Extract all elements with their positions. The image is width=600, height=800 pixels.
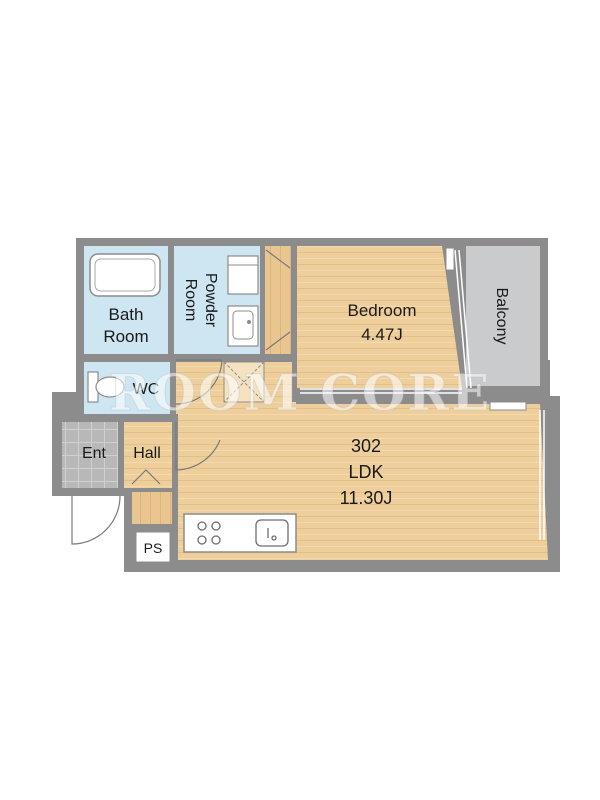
kitchen-counter-icon [183, 513, 297, 553]
stove-icon [197, 521, 221, 545]
wc-label: WC [133, 381, 160, 398]
window-sashes [300, 249, 545, 540]
closet-floor [265, 246, 291, 354]
shoe-cabinet [132, 492, 172, 524]
bedroom-label: Bedroom [348, 301, 417, 320]
unit-number: 302 [351, 436, 381, 456]
internal-walls [84, 246, 466, 490]
entrance-floor [62, 422, 118, 488]
ldk-label: LDK [348, 462, 383, 482]
toilet-icon [87, 371, 125, 403]
sink-icon [255, 519, 289, 547]
bedroom-floor [297, 246, 462, 388]
ps-label: PS [144, 540, 163, 556]
ldk-size: 11.30J [340, 488, 393, 508]
powder-room-label-line1: Powder [202, 273, 219, 328]
hall-floor [124, 422, 172, 488]
powder-room-label-line2: Room [182, 279, 199, 322]
bath-room-label-line1: Bath [109, 305, 144, 324]
ps-box [135, 531, 171, 563]
balcony-floor [466, 246, 540, 386]
washbasin-icon [227, 305, 259, 347]
watermark: ROOM CORE [109, 363, 491, 422]
doors [71, 249, 291, 545]
entrance-label: Ent [82, 445, 107, 462]
washing-machine-icon [227, 255, 259, 295]
bath-room-label-line2: Room [103, 327, 148, 346]
balcony-label: Balcony [493, 288, 510, 345]
bedroom-size: 4.47J [361, 325, 403, 344]
hall-label: Hall [133, 445, 161, 462]
bathtub-icon [89, 253, 161, 297]
